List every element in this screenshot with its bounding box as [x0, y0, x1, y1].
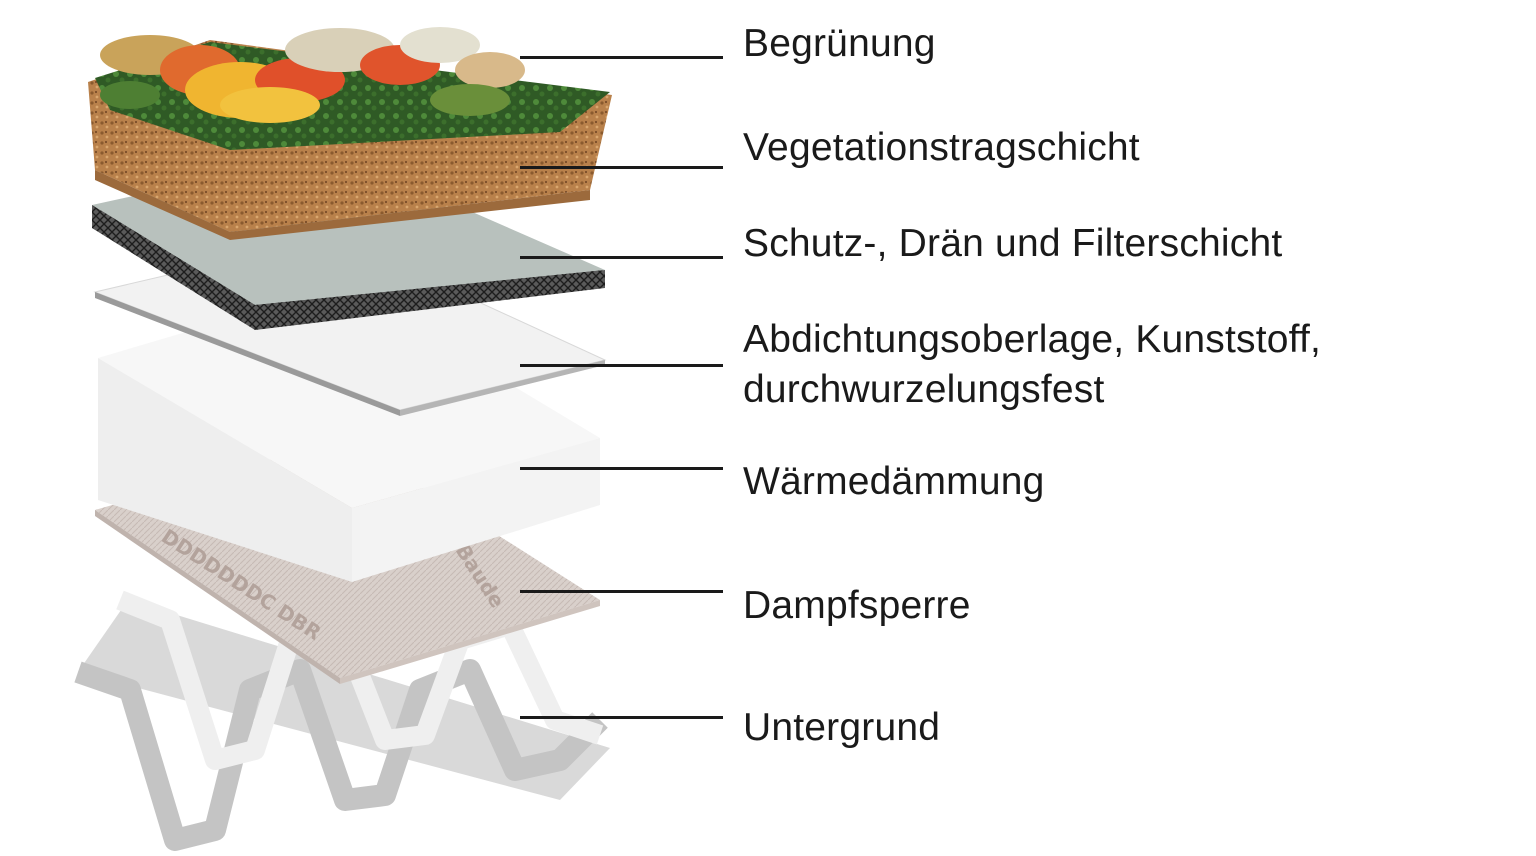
label-waterproofing-line2: durchwurzelungsfest — [743, 368, 1105, 411]
label-waterproofing-line1: Abdichtungsoberlage, Kunststoff, — [743, 318, 1322, 361]
label-vegetation: Begrünung — [743, 22, 936, 65]
leader-line-substrate — [520, 166, 723, 169]
deck-layer — [74, 590, 610, 851]
leader-line-drainage — [520, 256, 723, 259]
label-insulation: Wärmedämmung — [743, 460, 1045, 503]
leader-line-insulation — [520, 467, 723, 470]
leader-line-waterproofing — [520, 364, 723, 367]
leader-line-vegetation — [520, 56, 723, 59]
label-drainage: Schutz-, Drän und Filterschicht — [743, 222, 1283, 265]
leader-line-deck — [520, 716, 723, 719]
label-deck: Untergrund — [743, 706, 941, 749]
vegetation-layer — [95, 27, 610, 150]
leader-line-vapor-barrier — [520, 590, 723, 593]
label-substrate: Vegetationstragschicht — [743, 126, 1140, 169]
label-vapor-barrier: Dampfsperre — [743, 584, 971, 627]
